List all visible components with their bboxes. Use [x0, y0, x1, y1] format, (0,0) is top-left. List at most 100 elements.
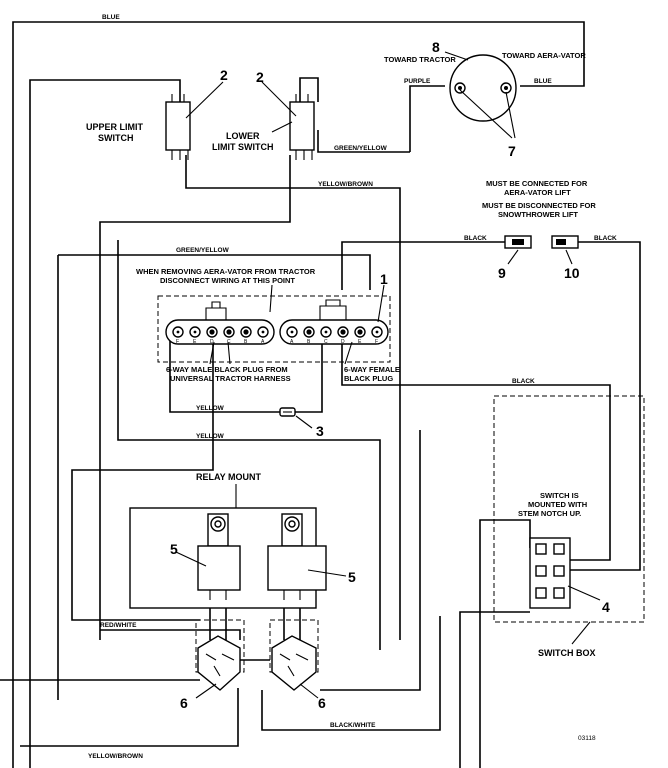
lower-limit-switch [261, 81, 315, 160]
wire-black-mid [341, 340, 611, 561]
label-female-plug-2: BLACK PLUG [344, 374, 393, 383]
female-plug-pin-label: F [375, 339, 378, 345]
leader-9 [507, 249, 519, 265]
wire-purple [409, 85, 445, 152]
label-black-mid: BLACK [512, 378, 535, 385]
wire-blue-top [12, 21, 585, 768]
leader-male-plug-b [227, 341, 231, 365]
relay-1-bolt-center [214, 520, 222, 528]
label-green-yellow-mid: GREEN/YELLOW [176, 247, 230, 254]
wire-yellow-2 [117, 240, 381, 650]
wire-lower-switch-bottom [99, 155, 291, 640]
labels: BLUE PURPLE BLUE GREEN/YELLOW YELLOW/BRO… [86, 14, 617, 760]
callout-1: 1 [380, 271, 388, 287]
connector-9-insert [512, 239, 524, 245]
motor-body [449, 54, 517, 122]
wire-yellow-1 [169, 340, 323, 413]
wire-green-yellow-top [317, 130, 410, 153]
label-yellow-2: YELLOW [196, 433, 225, 440]
callout-10: 10 [564, 265, 580, 281]
label-purple: PURPLE [404, 78, 431, 85]
leader-5a [175, 551, 207, 567]
label-female-plug-1: 6-WAY FEMALE [344, 365, 400, 374]
switch-box-outline [493, 395, 645, 623]
motor-terminal-left-dot [458, 86, 462, 90]
female-plug-pin-d-contact [340, 329, 346, 335]
label-yellow-1: YELLOW [196, 405, 225, 412]
socket-2-pins [279, 653, 309, 677]
callout-5b: 5 [348, 569, 356, 585]
wire-plug-relay [71, 340, 214, 621]
switch-terminal-5 [535, 587, 547, 599]
label-upper-limit-1: UPPER LIMIT [86, 122, 144, 132]
leader-4 [567, 585, 601, 601]
connector-10-insert [556, 239, 566, 245]
male-plug-pin-label: A [261, 339, 265, 345]
connector-9-10 [504, 235, 579, 265]
male-plug-pin-f-contact [176, 330, 180, 334]
female-plug-pin-label: D [341, 339, 345, 345]
label-must-disconnect-1: MUST BE DISCONNECTED FOR [482, 201, 596, 210]
switch-terminal-6 [553, 587, 565, 599]
callout-7: 7 [508, 143, 516, 159]
socket-1-pins [205, 653, 235, 677]
female-plug-pin-a-contact [290, 330, 294, 334]
wire-switch-left [479, 519, 531, 768]
label-male-plug-1: 6-WAY MALE BLACK PLUG FROM [166, 365, 288, 374]
leader-disconnect [269, 284, 273, 313]
male-plug-pin-label: D [210, 339, 214, 345]
leader-6b [299, 683, 319, 699]
male-plug [165, 319, 275, 345]
label-black-right: BLACK [594, 235, 617, 242]
label-switch-note-2: MOUNTED WITH [528, 500, 587, 509]
leader-7a [459, 89, 513, 139]
male-plug-pin-label: C [227, 339, 231, 345]
label-black-left: BLACK [464, 235, 487, 242]
upper-limit-switch [165, 81, 224, 160]
label-relay-mount: RELAY MOUNT [196, 472, 262, 482]
relay-2-bolt-center [288, 520, 296, 528]
callout-9: 9 [498, 265, 506, 281]
label-switch-note-3: STEM NOTCH UP. [518, 509, 581, 518]
leader-2b [261, 81, 297, 117]
callout-5a: 5 [170, 541, 178, 557]
female-plug-pin-f-contact [375, 330, 379, 334]
label-blue-motor: BLUE [534, 78, 552, 85]
switch-terminal-2 [553, 543, 565, 555]
leader-1 [377, 284, 385, 323]
female-plug-key [319, 299, 347, 320]
label-switch-note-1: SWITCH IS [540, 491, 579, 500]
label-drawing-number: 03118 [578, 735, 596, 742]
male-plug-pin-label: B [244, 339, 248, 345]
wire-relay-bottom [20, 688, 239, 747]
switch-terminal-1 [535, 543, 547, 555]
label-yellow-brown-bottom: YELLOW/BROWN [88, 753, 143, 760]
wire-switch-bottom [459, 611, 530, 768]
wire-yellow-brown [185, 155, 401, 640]
label-removing-2: DISCONNECT WIRING AT THIS POINT [160, 276, 295, 285]
relay-mount [129, 484, 347, 609]
leader-8 [444, 51, 469, 61]
leader-switch-box [571, 621, 591, 645]
callout-2a: 2 [220, 67, 228, 83]
switch-box [493, 395, 645, 645]
wire-outer-left [29, 79, 181, 768]
leader-7b [505, 91, 516, 139]
label-must-connect-1: MUST BE CONNECTED FOR [486, 179, 588, 188]
leader-male-plug-a [209, 341, 215, 365]
female-plug-pin-label: C [324, 339, 328, 345]
male-plug-key [205, 301, 227, 320]
male-plug-pin-c-contact [226, 329, 232, 335]
callout-4: 4 [602, 599, 610, 615]
wires [0, 21, 641, 768]
female-plug-pin-c-contact [324, 330, 328, 334]
male-plug-pin-label: F [176, 339, 179, 345]
disconnect-zone [157, 295, 391, 363]
wire-green-yellow-mid [57, 254, 371, 700]
leader-female-plug [344, 341, 353, 365]
label-yellow-brown-top: YELLOW/BROWN [318, 181, 373, 188]
label-switch-box: SWITCH BOX [538, 648, 596, 658]
